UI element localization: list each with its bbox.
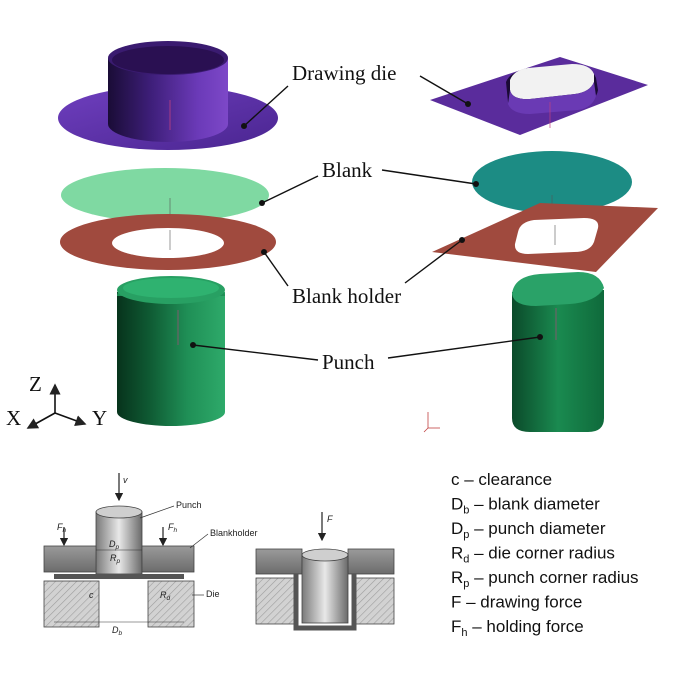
leader-punch-right <box>387 336 541 359</box>
label-drawing-die: Drawing die <box>292 61 396 85</box>
callouts: Drawing die Blank Blank holder Punch <box>190 61 543 374</box>
square-tooling <box>423 57 658 433</box>
round-blank-holder <box>60 214 276 270</box>
punch-radius-label: R <box>110 553 117 563</box>
small-axis-triad <box>423 412 440 433</box>
leader-die-right <box>419 75 469 105</box>
axis-z-label: Z <box>29 372 42 396</box>
leader-holder-left <box>263 251 289 287</box>
axis-y-label: Y <box>92 406 107 430</box>
legend-item: Db – blank diameter <box>451 495 600 517</box>
clearance-label: c <box>89 590 94 600</box>
label-blank-holder: Blank holder <box>292 284 401 308</box>
legend-item: c – clearance <box>451 470 552 489</box>
round-tooling <box>58 41 278 426</box>
legend-item: Dp – punch diameter <box>451 519 606 541</box>
punch-diameter-label: D <box>109 539 116 549</box>
schematic-punch <box>95 511 143 575</box>
schematic-punch-after <box>301 554 349 624</box>
schematic-blankholder-left <box>43 545 97 573</box>
svg-text:Fh: Fh <box>57 522 67 534</box>
leader-blank-left <box>261 175 319 204</box>
drawing-force-label: F <box>327 514 333 524</box>
legend-item: Rp – punch corner radius <box>451 568 639 590</box>
schematic-blank <box>54 574 184 579</box>
label-blank: Blank <box>322 158 373 182</box>
holding-force-left-label: F <box>57 522 63 532</box>
legend-item: Fh – holding force <box>451 617 584 639</box>
svg-text:Rd: Rd <box>160 590 171 602</box>
holding-force-right-label: F <box>168 522 174 532</box>
square-blank-holder <box>432 203 658 272</box>
legend-item: Rd – die corner radius <box>451 544 615 566</box>
die-radius-label: R <box>160 590 167 600</box>
schematic-blankholder-right <box>141 545 195 573</box>
leader-holder-right <box>404 239 463 284</box>
square-blank <box>472 151 632 213</box>
round-punch <box>117 292 225 426</box>
schematic-die-right <box>147 580 195 628</box>
round-blank <box>61 168 269 222</box>
leader-blank-right <box>381 169 477 185</box>
leader-punch-left <box>192 344 319 361</box>
svg-text:Rp: Rp <box>110 553 121 565</box>
legend-item: F – drawing force <box>451 593 582 612</box>
axis-triad <box>26 383 87 429</box>
die-label: Die <box>206 589 220 599</box>
axis-x-label: X <box>6 406 21 430</box>
svg-text:Fh: Fh <box>168 522 178 534</box>
svg-text:Dp: Dp <box>109 539 120 551</box>
schematic-before: v Punch Fh Fh Blankholder Die Dp Rp c Rd… <box>43 473 258 637</box>
round-drawing-die-cylinder <box>108 58 228 142</box>
velocity-label: v <box>123 475 128 485</box>
drawn-cup <box>293 574 357 631</box>
schematic-after: F <box>255 512 395 631</box>
leader-die-left <box>243 85 289 127</box>
blankholder-label: Blankholder <box>210 528 258 538</box>
square-punch <box>512 290 604 432</box>
punch-label: Punch <box>176 500 202 510</box>
blank-diameter-label: D <box>112 625 119 635</box>
svg-text:Db: Db <box>112 625 123 637</box>
schematic-die-left <box>43 580 100 628</box>
label-punch: Punch <box>322 350 375 374</box>
